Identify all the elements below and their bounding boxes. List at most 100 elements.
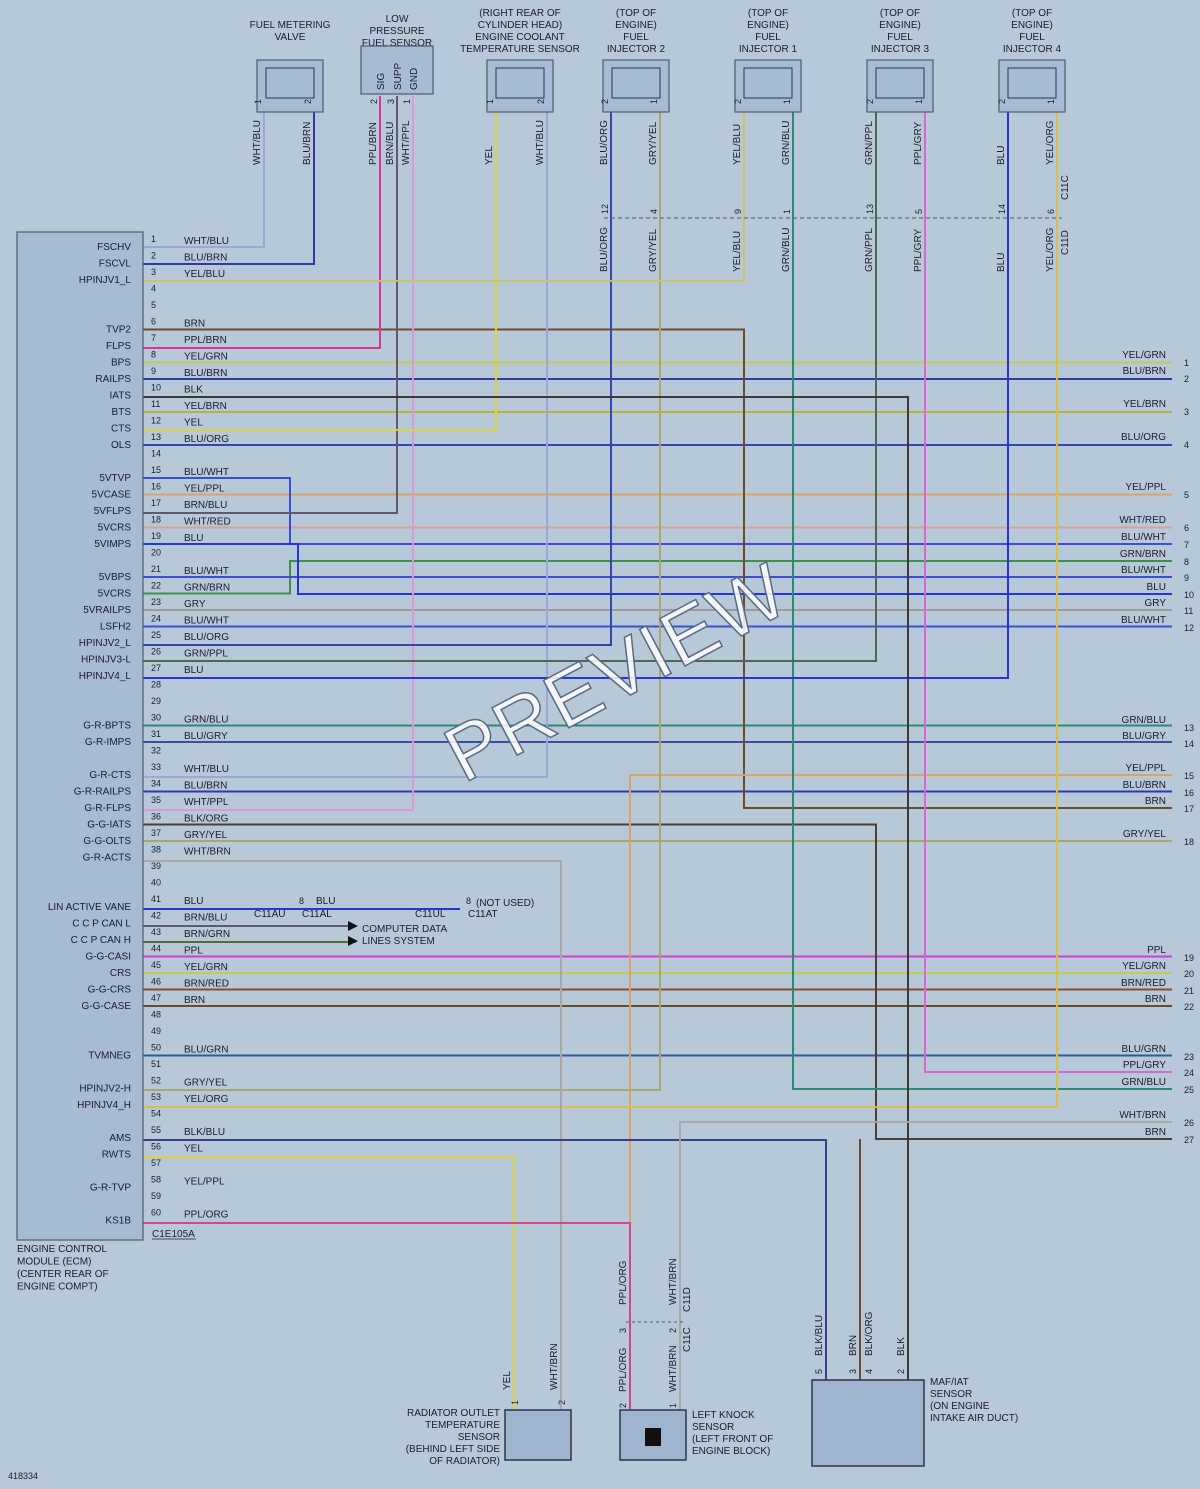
ecm-pin-signal: TVMNEG: [88, 1051, 131, 1062]
not-used-label: (NOT USED): [476, 898, 534, 909]
ecm-pin-number: 26: [151, 647, 161, 657]
maf-pin-wire: BRN: [848, 1335, 859, 1356]
ecm-pin-wire-color: GRN/BLU: [184, 715, 228, 726]
inline-connector-pin: 13: [865, 204, 875, 214]
knock-title-line: (LEFT FRONT OF: [692, 1434, 773, 1445]
ecm-pin-wire-color: YEL: [184, 418, 203, 429]
ecm-pin-number: 7: [151, 333, 156, 343]
ecm-pin-number: 10: [151, 383, 161, 393]
rots-title-line: TEMPERATURE: [425, 1420, 500, 1431]
ecm-pin-number: 53: [151, 1092, 161, 1102]
inline-connector-wire: PPL/GRY: [913, 229, 924, 272]
wire-fscvl: [143, 96, 315, 265]
right-exit-wire-color: BLU/WHT: [1121, 532, 1166, 543]
inline-connector-pin: 1: [782, 209, 792, 214]
right-exit-number: 5: [1184, 490, 1189, 500]
right-exit-number: 11: [1184, 606, 1193, 616]
inline-connector-wire: GRN/BLU: [781, 228, 792, 272]
wire-5vflps: [143, 96, 398, 514]
ecm-pin-signal: RWTS: [102, 1150, 132, 1161]
component-pin-wire: YEL/ORG: [1045, 120, 1056, 165]
wire-hpinjv1l: [143, 110, 745, 282]
component-pin-wire: BLU: [996, 146, 1007, 165]
component-title-line: ENGINE): [747, 20, 789, 31]
right-exit-number: 10: [1184, 590, 1194, 600]
wire-gracts: [143, 860, 562, 1410]
wire-ecm-to-exit: [143, 477, 1172, 545]
wire-ams: [143, 1139, 827, 1380]
ecm-box: [16, 231, 144, 1241]
ecm-pin-signal: HPINJV4_H: [77, 1100, 131, 1111]
ecm-pin-signal: G-R-TVP: [90, 1183, 131, 1194]
component-pin-wire: GRY/YEL: [648, 121, 659, 165]
right-exit-number: 3: [1184, 407, 1189, 417]
component-title-line: PRESSURE: [369, 26, 424, 37]
maf-pin-number: 5: [814, 1369, 824, 1374]
inline-connector-wire: YEL/ORG: [1045, 227, 1056, 272]
ecm-pin-number: 24: [151, 614, 161, 624]
component-box: [360, 45, 434, 95]
rots-pin-wire: WHT/BRN: [549, 1343, 560, 1390]
right-exit-number: 1: [1184, 358, 1189, 368]
ecm-pin-signal: HPINJV4_L: [79, 671, 132, 682]
ecm-pin-wire-color: YEL/GRN: [184, 352, 228, 363]
knock-upper-wire: WHT/BRN: [668, 1258, 679, 1305]
ecm-pin-wire-color: BLK: [184, 385, 203, 396]
component-title-line: ENGINE COOLANT: [475, 32, 564, 43]
rots-title-line: (BEHIND LEFT SIDE: [406, 1444, 501, 1455]
right-exit-number: 7: [1184, 540, 1189, 550]
component-pin-number: 1: [649, 99, 659, 104]
ecm-pin-signal: 5VCRS: [98, 523, 132, 534]
right-exit-number: 13: [1184, 723, 1194, 733]
knock-title-line: ENGINE BLOCK): [692, 1446, 770, 1457]
component-pin-number: 2: [303, 99, 313, 104]
component-pin-wire: GRN/BLU: [781, 121, 792, 165]
ecm-pin-number: 25: [151, 630, 161, 640]
right-exit-wire-color: BLU/ORG: [1121, 432, 1166, 443]
component-inner: [611, 67, 661, 99]
ecm-pin-number: 31: [151, 729, 161, 739]
maf-pin-number: 3: [848, 1369, 858, 1374]
component-pin-number: 1: [402, 99, 412, 104]
ecm-pin-number: 43: [151, 927, 161, 937]
right-exit-wire-color: BLU/BRN: [1123, 366, 1166, 377]
ecm-pin-wire-color: BLU/ORG: [184, 434, 229, 445]
inline-connector-pin: 4: [649, 209, 659, 214]
wire-knock-ret: [679, 1121, 1172, 1410]
cdl-label-2: LINES SYSTEM: [362, 936, 435, 947]
ecm-pin-signal: LSFH2: [100, 622, 132, 633]
right-exit-wire-color: PPL/GRY: [1123, 1060, 1166, 1071]
ecm-pin-signal: G-R-BPTS: [83, 721, 131, 732]
inline-connector-pin: 12: [600, 204, 610, 214]
ecm-pin-signal: 5VRAILPS: [83, 605, 131, 616]
ecm-pin-number: 44: [151, 944, 161, 954]
inline-connector-wire: GRY/YEL: [648, 228, 659, 272]
knock-lower-wire: PPL/ORG: [618, 1347, 629, 1392]
ecm-pin-signal: G-G-CRS: [88, 985, 132, 996]
component-pin-wire: PPL/GRY: [913, 122, 924, 165]
wire-yelppl-15: [629, 774, 1172, 1290]
ecm-pin-signal: G-G-IATS: [87, 820, 131, 831]
ecm-pin-wire-color: WHT/RED: [184, 517, 231, 528]
maf-pin-wire: BLK: [896, 1337, 907, 1356]
ecm-pin-list: 1FSCHVWHT/BLU2FSCVLBLU/BRN3HPINJV1_LYEL/…: [48, 234, 231, 1227]
right-exit-number: 22: [1184, 1002, 1194, 1012]
right-exit-number: 20: [1184, 969, 1194, 979]
arrow-can-h: [348, 936, 358, 946]
right-exit-number: 16: [1184, 788, 1194, 798]
right-exit-wire-color: BRN/RED: [1121, 978, 1166, 989]
ecm-pin-signal: HPINJV3-L: [81, 655, 131, 666]
component-title-line: ENGINE): [879, 20, 921, 31]
right-exit-number: 6: [1184, 523, 1189, 533]
component-title-line: (TOP OF: [880, 8, 920, 19]
right-exit-wire-color: BRN: [1145, 994, 1166, 1005]
right-exit-number: 8: [1184, 557, 1189, 567]
c11ul-label: C11UL: [415, 909, 446, 920]
knock-lower-pin: 1: [668, 1403, 678, 1408]
ecm-pin-number: 3: [151, 267, 156, 277]
wire-hpinjv3l: [143, 110, 877, 662]
knock-lower-wire: WHT/BRN: [668, 1345, 679, 1392]
